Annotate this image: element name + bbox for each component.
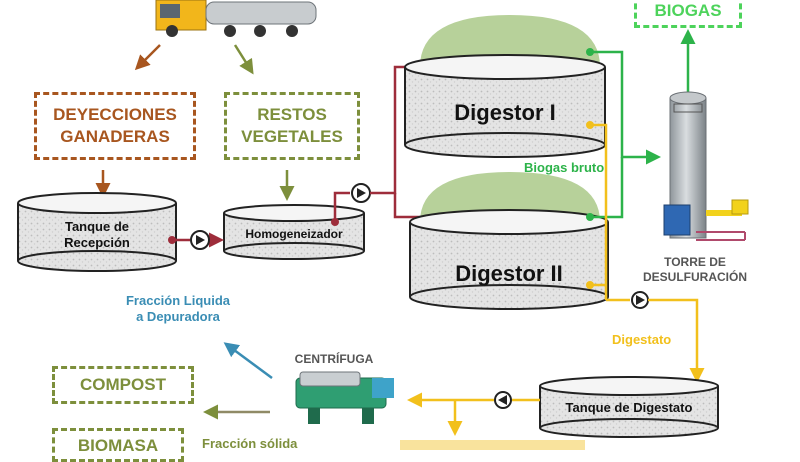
tanque-recepcion-shape xyxy=(17,192,177,272)
tanque-digestato-shape xyxy=(539,376,719,438)
arrow-to-depuradora xyxy=(223,342,273,380)
biomasa-box: BIOMASA xyxy=(52,428,184,462)
tanque-digestato-label: Tanque de Digestato xyxy=(565,400,693,415)
homogeneizador-shape xyxy=(223,204,365,260)
digestato-label: Digestato xyxy=(612,332,672,347)
digestor-2-label: Digestor II xyxy=(455,261,563,286)
digestato-pipe xyxy=(648,298,705,383)
biogas-plant-diagram: DEYECCIONES GANADERAS RESTOS VEGETALES B… xyxy=(17,0,749,462)
biogas-bruto-label: Biogas bruto xyxy=(524,160,605,175)
compost-box: COMPOST xyxy=(52,366,194,404)
diagram-canvas xyxy=(17,0,749,450)
restos-vegetales-box: RESTOS VEGETALES xyxy=(224,92,360,160)
digestor-2-shape xyxy=(409,172,609,310)
desulfuration-tower-icon xyxy=(663,91,749,241)
pump-icon xyxy=(351,183,371,203)
arrow-truck-to-restos xyxy=(233,44,254,75)
biogas-box: BIOGAS xyxy=(634,0,742,28)
tanque-recepcion-label: Tanque de Recepción xyxy=(64,219,130,251)
truck-icon xyxy=(155,0,317,37)
homogeneizador-label: Homogeneizador xyxy=(245,227,343,241)
fraccion-solida-label: Fracción sólida xyxy=(202,436,298,451)
torre-desulfuracion-label: TORRE DE DESULFURACIÓN xyxy=(643,255,747,284)
fraccion-liquida-label: Fracción Liquida a Depuradora xyxy=(125,293,230,325)
centrifuge-icon xyxy=(295,371,394,424)
pump-icon xyxy=(190,230,210,250)
arrow-truck-to-deyecciones xyxy=(134,44,161,71)
deyecciones-ganaderas-box: DEYECCIONES GANADERAS xyxy=(34,92,196,160)
centrifuga-label: CENTRÍFUGA xyxy=(294,352,374,366)
digestor-1-shape xyxy=(404,15,606,158)
digestor-1-label: Digestor I xyxy=(454,100,556,125)
biogas-bruto-pipe xyxy=(590,50,661,165)
pump-icon xyxy=(631,291,649,309)
pump-icon xyxy=(494,391,512,409)
